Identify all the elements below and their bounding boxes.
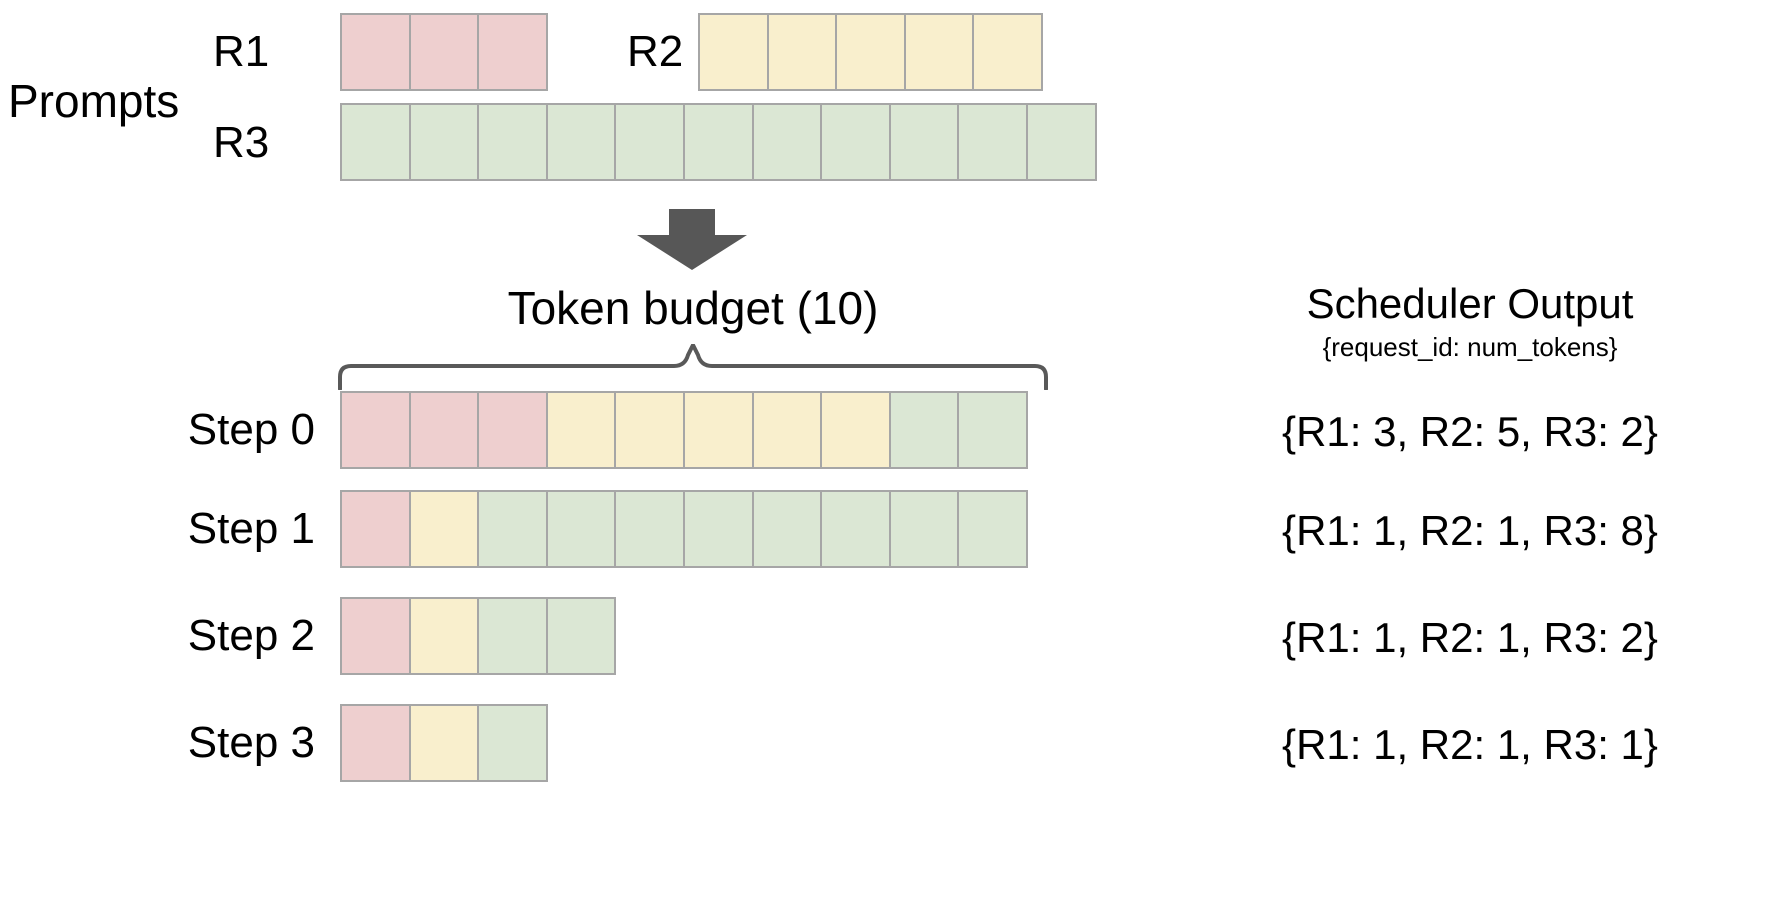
step-strip-3 [340, 704, 548, 782]
step-label-1: Step 1 [187, 504, 315, 553]
step3-r2-token-cell [408, 704, 480, 782]
step0-r2-token-cell [614, 391, 685, 469]
prompt-r3-token-cell [408, 103, 480, 181]
step1-r3-token-cell [545, 490, 617, 568]
scheduler-output-row-3: {R1: 1, R2: 1, R3: 1} [1282, 721, 1658, 768]
step-strip-0 [340, 391, 1028, 469]
scheduler-output-row-1: {R1: 1, R2: 1, R3: 8} [1282, 507, 1658, 554]
prompt-strip-r1 [340, 13, 548, 91]
step3-r1-token-cell [340, 704, 411, 782]
step-strip-1 [340, 490, 1028, 568]
step1-r1-token-cell [340, 490, 411, 568]
prompt-r2-token-cell [766, 13, 838, 91]
step0-r1-token-cell [408, 391, 480, 469]
step0-r2-token-cell [545, 391, 617, 469]
token-budget-title: Token budget (10) [507, 282, 879, 334]
prompt-r2-token-cell [903, 13, 975, 91]
scheduler-output-row-0: {R1: 3, R2: 5, R3: 2} [1282, 408, 1658, 455]
step1-r2-token-cell [408, 490, 480, 568]
prompt-r3-token-cell [820, 103, 891, 181]
step1-r3-token-cell [477, 490, 548, 568]
step1-r3-token-cell [820, 490, 891, 568]
step0-r1-token-cell [477, 391, 548, 469]
prompt-r3-token-cell [888, 103, 960, 181]
prompts-label: Prompts [8, 75, 180, 127]
prompt-r1-token-cell [340, 13, 411, 91]
step1-r3-token-cell [682, 490, 754, 568]
step2-r3-token-cell [545, 597, 617, 675]
step-label-3: Step 3 [187, 718, 315, 767]
step0-r2-token-cell [820, 391, 891, 469]
prompt-r3-token-cell [957, 103, 1028, 181]
down-arrow-icon [636, 209, 748, 271]
prompt-r3-token-cell [682, 103, 754, 181]
step0-r3-token-cell [888, 391, 960, 469]
step-label-0: Step 0 [187, 405, 315, 454]
request-label-r1: R1 [213, 27, 270, 76]
prompt-r1-token-cell [408, 13, 480, 91]
prompt-r3-token-cell [340, 103, 411, 181]
prompt-r3-token-cell [1025, 103, 1097, 181]
prompt-r3-token-cell [477, 103, 548, 181]
scheduler-output-row-2: {R1: 1, R2: 1, R3: 2} [1282, 614, 1658, 661]
token-budget-brace [336, 344, 1050, 390]
prompt-strip-r2 [698, 13, 1043, 91]
prompt-r1-token-cell [477, 13, 548, 91]
step0-r3-token-cell [957, 391, 1028, 469]
step0-r2-token-cell [682, 391, 754, 469]
step1-r3-token-cell [888, 490, 960, 568]
prompt-r3-token-cell [614, 103, 685, 181]
step0-r1-token-cell [340, 391, 411, 469]
prompt-r3-token-cell [751, 103, 823, 181]
step0-r2-token-cell [751, 391, 823, 469]
request-label-r3: R3 [213, 118, 270, 167]
prompt-strip-r3 [340, 103, 1097, 181]
step2-r2-token-cell [408, 597, 480, 675]
step1-r3-token-cell [751, 490, 823, 568]
step2-r1-token-cell [340, 597, 411, 675]
request-label-r2: R2 [627, 27, 684, 76]
scheduler-output-subtitle: {request_id: num_tokens} [1322, 332, 1618, 362]
step-strip-2 [340, 597, 617, 675]
step3-r3-token-cell [477, 704, 548, 782]
prompt-r2-token-cell [698, 13, 769, 91]
prompt-r2-token-cell [972, 13, 1043, 91]
step1-r3-token-cell [614, 490, 685, 568]
prompt-r2-token-cell [835, 13, 906, 91]
step1-r3-token-cell [957, 490, 1028, 568]
scheduler-output-title: Scheduler Output [1306, 280, 1634, 327]
prompt-r3-token-cell [545, 103, 617, 181]
step2-r3-token-cell [477, 597, 548, 675]
step-label-2: Step 2 [187, 611, 315, 660]
